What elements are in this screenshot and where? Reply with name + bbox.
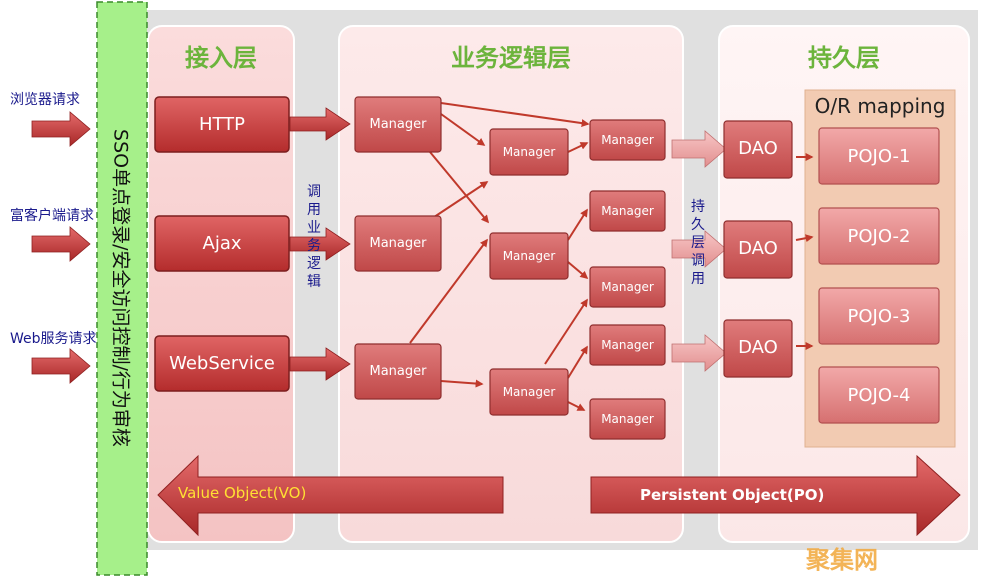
vo-flow-label: Value Object(VO) xyxy=(178,484,307,502)
webservice-label: WebService xyxy=(169,353,275,374)
manager-connections xyxy=(409,102,590,411)
manager-box xyxy=(489,368,569,416)
pojo-label: POJO-4 xyxy=(847,385,911,406)
manager-label: Manager xyxy=(502,385,556,399)
pojo-link xyxy=(795,234,814,243)
manager-label: Manager xyxy=(601,204,654,218)
manager-connection xyxy=(440,113,486,146)
manager-label: Manager xyxy=(601,280,654,294)
manager-box xyxy=(354,343,442,400)
pojo-box xyxy=(818,207,940,265)
ajax-node xyxy=(154,215,290,272)
business-call-label: 调 用 业 务 逻 辑 xyxy=(307,184,321,290)
client-label-browser: 浏览器请求 xyxy=(10,92,80,108)
manager-label: Manager xyxy=(369,364,427,379)
persistence-call-label: 持 久 层 调 用 xyxy=(691,199,705,287)
manager-label: Manager xyxy=(601,412,654,426)
pojo-box xyxy=(818,127,940,185)
manager-connection xyxy=(567,208,588,241)
manager-boxes xyxy=(354,96,666,440)
pojo-box xyxy=(818,287,940,345)
pojo-label: POJO-3 xyxy=(847,306,911,327)
manager-label: Manager xyxy=(369,236,427,251)
dao-boxes xyxy=(723,120,793,378)
pojo-label: POJO-2 xyxy=(847,226,911,247)
manager-connection xyxy=(567,261,589,280)
manager-connection xyxy=(544,298,588,365)
client-arrow xyxy=(31,226,91,262)
client-arrow xyxy=(31,348,91,384)
manager-box xyxy=(589,324,666,366)
manager-label: Manager xyxy=(369,117,427,132)
manager-connection xyxy=(567,142,589,153)
dao-arrow xyxy=(671,230,727,268)
dao-to-pojo-arrows xyxy=(795,153,814,350)
dao-box xyxy=(723,120,793,179)
manager-connection xyxy=(440,379,484,388)
dao-box xyxy=(723,220,793,279)
manager-connection xyxy=(429,151,490,224)
dao-label: DAO xyxy=(738,238,778,259)
vo-flow-arrow xyxy=(157,454,504,537)
client-arrow xyxy=(31,111,91,147)
client-label-webservice: Web服务请求 xyxy=(10,331,97,347)
manager-label: Manager xyxy=(502,249,556,263)
pojo-boxes xyxy=(818,127,940,424)
manager-connection xyxy=(409,238,488,344)
manager-box xyxy=(489,128,569,176)
manager-connection xyxy=(567,401,586,411)
manager-box xyxy=(589,119,666,161)
manager-connection xyxy=(440,102,590,128)
sso-bar xyxy=(96,1,148,576)
manager-box xyxy=(489,232,569,280)
dao-arrow xyxy=(671,130,727,168)
manager-label: Manager xyxy=(601,338,654,352)
access-layer-title: 接入层 xyxy=(185,44,257,72)
manager-box xyxy=(589,190,666,232)
sso-label-text: SSO单点登录/安全访问控制/行为审核 xyxy=(109,129,132,447)
dao-arrow xyxy=(671,334,727,372)
manager-box xyxy=(589,398,666,440)
pojo-label: POJO-1 xyxy=(847,146,911,167)
dao-label: DAO xyxy=(738,337,778,358)
business-layer-title: 业务逻辑层 xyxy=(451,44,571,72)
layer-arrow xyxy=(289,347,351,381)
client-arrows xyxy=(31,111,91,384)
layer-arrow xyxy=(289,107,351,141)
manager-box xyxy=(589,266,666,308)
persistence-layer-title: 持久层 xyxy=(808,44,880,72)
or-mapping-title: O/R mapping xyxy=(814,94,946,118)
webservice-node xyxy=(154,335,290,392)
access-nodes xyxy=(154,96,290,392)
http-label: HTTP xyxy=(198,114,246,135)
watermark: 聚集网 xyxy=(806,546,878,574)
business-to-dao-arrows xyxy=(671,130,727,372)
po-flow-arrow xyxy=(590,454,961,537)
sso-label: SSO单点登录/安全访问控制/行为审核 xyxy=(109,129,136,447)
access-layer-panel xyxy=(147,25,295,543)
access-to-business-arrows xyxy=(289,107,351,381)
manager-box xyxy=(354,96,442,153)
po-flow-label: Persistent Object(PO) xyxy=(640,486,825,504)
http-node xyxy=(154,96,290,153)
layer-arrow xyxy=(289,227,351,261)
dao-box xyxy=(723,319,793,378)
pojo-box xyxy=(818,366,940,424)
ajax-label: Ajax xyxy=(202,233,242,254)
client-label-rich-client: 富客户端请求 xyxy=(10,208,94,224)
manager-connection xyxy=(567,345,588,379)
dao-label: DAO xyxy=(738,138,778,159)
manager-box xyxy=(354,215,442,272)
manager-label: Manager xyxy=(502,145,556,159)
manager-label: Manager xyxy=(601,133,654,147)
